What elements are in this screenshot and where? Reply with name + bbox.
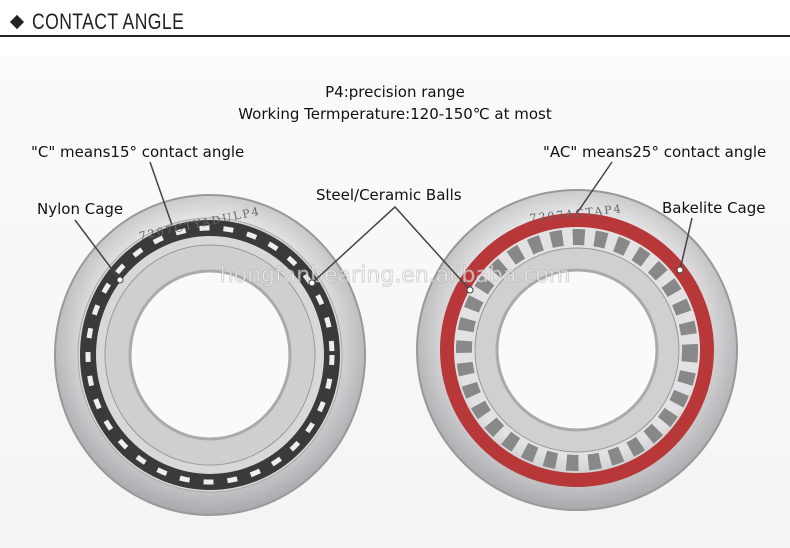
section-title: CONTACT ANGLE (32, 9, 185, 34)
ac-contact-angle-label: "AC" means25° contact angle (543, 143, 767, 161)
leader-lines (74, 161, 693, 291)
bearing-ac-type: 7207ACTAP4 (416, 189, 738, 511)
balls-label: Steel/Ceramic Balls (316, 186, 462, 204)
c-contact-angle-label: "C" means15° contact angle (31, 143, 245, 161)
bakelite-cage-label: Bakelite Cage (662, 199, 766, 217)
precision-spec: P4:precision range (325, 83, 465, 101)
bakelite-cage (440, 213, 714, 487)
temperature-spec: Working Termperature:120-150℃ at most (238, 105, 552, 123)
section-header: CONTACT ANGLE (8, 8, 222, 36)
nylon-cage-label: Nylon Cage (37, 200, 124, 218)
leader-dots (116, 266, 684, 294)
header-divider (0, 35, 790, 37)
bearing-c-type: 7207CTYADULP4 (54, 194, 366, 516)
watermark: hongfanbearing.en.alibaba.com (220, 263, 571, 288)
